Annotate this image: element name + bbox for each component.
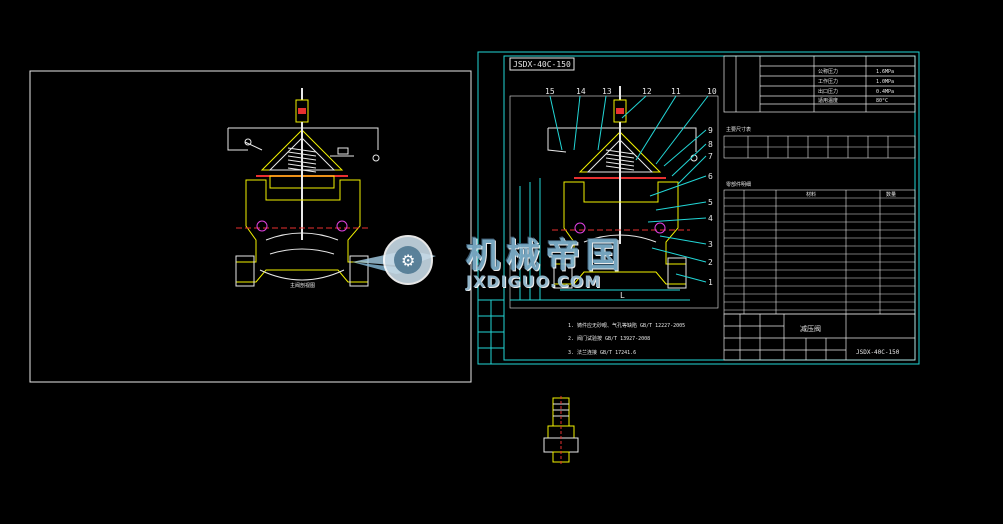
svg-text:1.0MPa: 1.0MPa — [876, 79, 894, 85]
svg-text:工作压力: 工作压力 — [818, 78, 838, 85]
sheet-inner-frame — [503, 55, 916, 361]
drawing-code-box — [509, 57, 575, 71]
tech-params-table — [723, 55, 916, 113]
parts-col-qty: 数量 — [886, 191, 896, 198]
left-view-caption: 主阀剖视图 — [290, 282, 315, 289]
svg-text:8: 8 — [708, 140, 713, 149]
title-block-part-name: 减压阀 — [800, 324, 821, 333]
gear-icon: ⚙ — [401, 251, 415, 270]
svg-text:7: 7 — [708, 152, 713, 161]
small-detail-drawing — [543, 396, 579, 466]
drawing-code: JSDX-40C-150 — [513, 60, 571, 69]
sheet-outer-frame — [477, 51, 920, 365]
svg-text:3: 3 — [708, 240, 713, 249]
watermark-en: JXDIGUO.COM — [466, 272, 602, 291]
svg-text:适用温度: 适用温度 — [818, 97, 838, 104]
svg-text:1: 1 — [708, 278, 713, 287]
left-view-frame — [29, 70, 472, 383]
tech-params-text: 公称压力 1.6MPa 工作压力 1.0MPa 出口压力 0.4MPa 适用温度… — [818, 68, 894, 104]
note-2: 2. 阀门试验按 GB/T 13927-2008 — [568, 335, 650, 342]
svg-text:10: 10 — [707, 87, 717, 96]
svg-text:1.6MPa: 1.6MPa — [876, 69, 894, 75]
svg-text:0.4MPa: 0.4MPa — [876, 89, 894, 95]
svg-text:12: 12 — [642, 87, 652, 96]
svg-text:13: 13 — [602, 87, 612, 96]
svg-text:14: 14 — [576, 87, 586, 96]
left-valve-drawing — [227, 88, 380, 287]
watermark-logo: ⚙ — [352, 235, 436, 285]
svg-text:15: 15 — [545, 87, 555, 96]
svg-text:11: 11 — [671, 87, 681, 96]
dimension-table — [723, 135, 916, 159]
dim-label-L: L — [620, 291, 625, 300]
dimension-table-title: 主要尺寸表 — [726, 126, 751, 133]
title-block-drawing-no: JSDX-40C-150 — [856, 349, 900, 356]
note-3: 3. 法兰连接 GB/T 17241.6 — [568, 349, 636, 356]
right-valve-drawing — [509, 86, 719, 309]
svg-text:4: 4 — [708, 214, 713, 223]
svg-text:公称压力: 公称压力 — [818, 68, 838, 75]
title-block — [723, 313, 916, 361]
watermark-cn: 机械帝国 — [466, 236, 626, 276]
parts-table — [723, 189, 916, 315]
svg-text:5: 5 — [708, 198, 713, 207]
parts-col-material: 材料 — [806, 191, 816, 198]
note-1: 1. 铸件应无砂眼、气孔等缺陷 GB/T 12227-2005 — [568, 322, 685, 329]
svg-text:80°C: 80°C — [876, 98, 888, 104]
part-balloons: 15 14 13 12 11 10 9 8 7 6 5 4 3 2 1 — [545, 87, 717, 287]
parts-table-title: 零部件明细 — [726, 181, 751, 188]
svg-text:6: 6 — [708, 172, 713, 181]
svg-text:出口压力: 出口压力 — [818, 88, 838, 95]
svg-text:2: 2 — [708, 258, 713, 267]
svg-text:9: 9 — [708, 126, 713, 135]
